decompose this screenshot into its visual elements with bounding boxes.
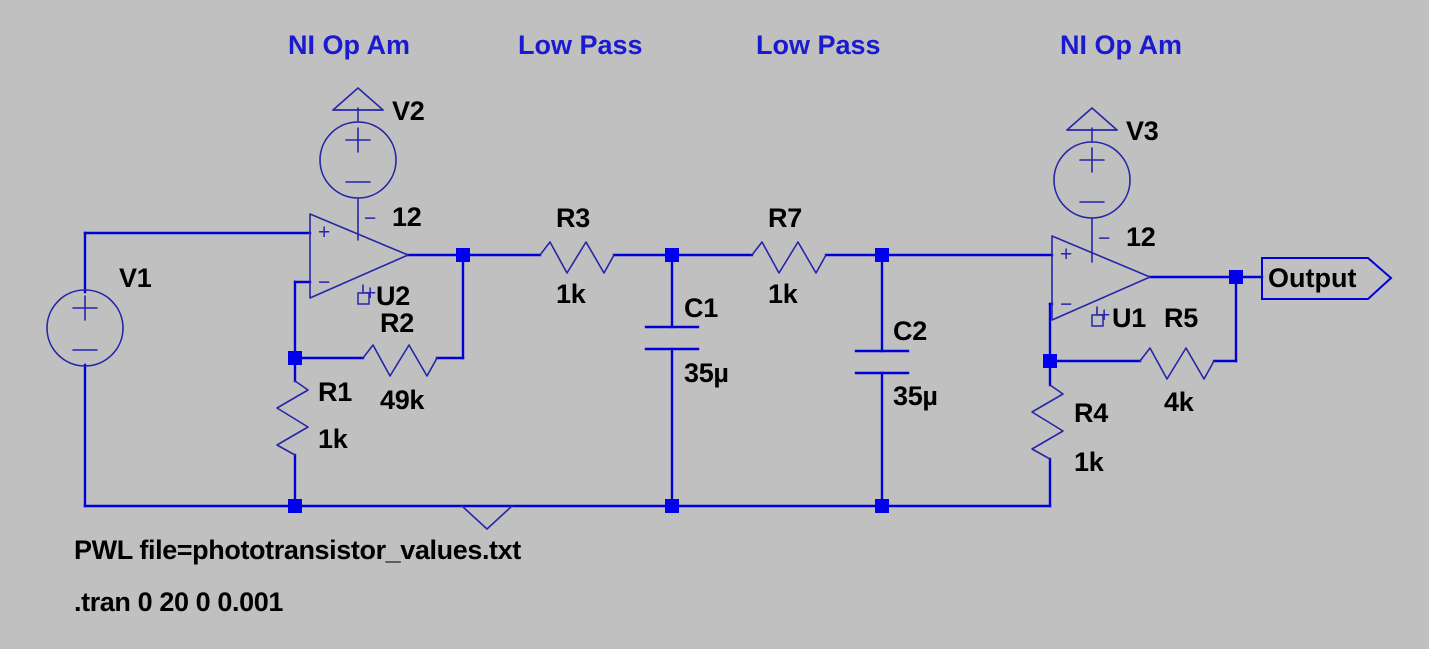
component-label-c2-ref: C2: [893, 316, 927, 346]
opamp-u2[interactable]: [309, 213, 409, 305]
resistor-r3[interactable]: [539, 241, 615, 274]
vcc-flag-icon: [1066, 107, 1118, 131]
wire-network: [83, 231, 1264, 508]
node-u1-output: [1229, 270, 1243, 284]
vcc-flag-icon: [332, 87, 384, 111]
resistor-r4[interactable]: [1031, 384, 1064, 460]
component-label-r7-ref: R7: [768, 203, 802, 233]
u1-plus-pin-marker: +: [1060, 243, 1073, 266]
section-label-low-pass-second: Low Pass: [756, 30, 881, 60]
component-label-r2-value: 49k: [380, 385, 425, 415]
opamp-u1[interactable]: [1051, 235, 1151, 327]
component-label-r3-ref: R3: [556, 203, 590, 233]
u2-vpos-pin-marker: +: [364, 282, 377, 305]
component-label-u2-ref: U2: [376, 281, 410, 311]
component-label-v3-ref: V3: [1126, 116, 1159, 146]
u2-minus-pin-marker: −: [318, 271, 331, 294]
node-u2-inverting: [288, 351, 302, 365]
component-label-r4-ref: R4: [1074, 398, 1108, 428]
section-label-ni-op-amp-right: NI Op Am: [1060, 30, 1183, 60]
component-label-r3-value: 1k: [556, 279, 586, 309]
resistor-r5[interactable]: [1139, 347, 1215, 380]
resistor-r1[interactable]: [276, 380, 309, 456]
voltage-source-v1[interactable]: [46, 289, 124, 367]
node-gnd-left: [288, 499, 302, 513]
node-c1-bottom: [665, 499, 679, 513]
voltage-source-v3[interactable]: [1053, 107, 1131, 247]
component-label-v3-value: 12: [1126, 222, 1156, 252]
capacitor-c1[interactable]: [644, 325, 700, 351]
capacitor-c2[interactable]: [854, 349, 910, 375]
u1-vpos-pin-marker: +: [1098, 304, 1111, 327]
u2-vneg-pin-marker: −: [364, 207, 377, 230]
section-label-ni-op-amp-left: NI Op Am: [288, 30, 411, 60]
spice-directive-pwl[interactable]: PWL file=phototransistor_values.txt: [74, 535, 521, 565]
component-label-r4-value: 1k: [1074, 447, 1104, 477]
component-label-c1-ref: C1: [684, 293, 718, 323]
junction-nodes: [288, 248, 1243, 513]
u1-minus-pin-marker: −: [1060, 293, 1073, 316]
u1-vneg-pin-marker: −: [1098, 227, 1111, 250]
component-label-r7-value: 1k: [768, 279, 798, 309]
component-label-v1-ref: V1: [119, 263, 152, 293]
u2-plus-pin-marker: +: [318, 221, 331, 244]
node-u2-output: [456, 248, 470, 262]
component-label-v2-value: 12: [392, 202, 422, 232]
component-label-c2-value: 35µ: [893, 381, 938, 411]
component-label-c1-value: 35µ: [684, 358, 729, 388]
component-label-r1-value: 1k: [318, 424, 348, 454]
component-label-u1-ref: U1: [1112, 303, 1146, 333]
voltage-source-v2[interactable]: [319, 87, 397, 223]
node-c2-bottom: [875, 499, 889, 513]
component-label-r1-ref: R1: [318, 377, 352, 407]
output-net-label: Output: [1268, 263, 1357, 293]
component-label-v2-ref: V2: [392, 96, 425, 126]
resistor-r7[interactable]: [751, 241, 827, 274]
resistor-r2[interactable]: [362, 344, 438, 377]
component-label-r5-value: 4k: [1164, 387, 1194, 417]
component-label-r2-ref: R2: [380, 308, 414, 338]
node-u1-inverting: [1043, 354, 1057, 368]
node-c1-top: [665, 248, 679, 262]
section-label-low-pass-first: Low Pass: [518, 30, 643, 60]
ground-symbol-icon: [461, 505, 513, 530]
output-net-flag[interactable]: [1261, 257, 1393, 300]
spice-directive-tran[interactable]: .tran 0 20 0 0.001: [74, 587, 283, 617]
node-c2-top: [875, 248, 889, 262]
component-label-r5-ref: R5: [1164, 303, 1198, 333]
